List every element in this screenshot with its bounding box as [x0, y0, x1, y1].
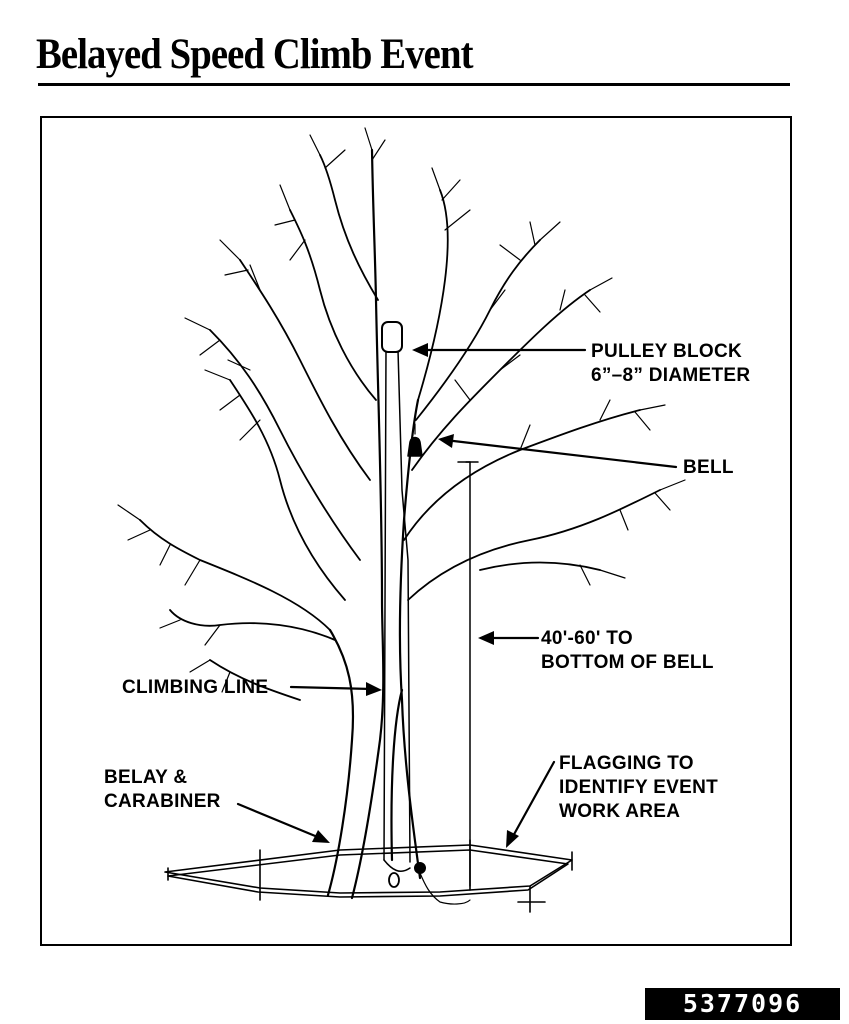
bell-height-measure: [457, 461, 479, 887]
title-rule: [38, 83, 790, 86]
belay-device: [388, 872, 400, 888]
climbing-line-label: CLIMBING LINE: [122, 677, 269, 698]
tree-limbs: [139, 154, 661, 701]
tree-trunk: [326, 148, 422, 900]
label-arrows: [236, 348, 678, 840]
bell-label: BELL: [683, 457, 734, 478]
diagram-frame: [40, 116, 792, 946]
flagging-label: FLAGGING TO IDENTIFY EVENT WORK AREA: [559, 753, 719, 822]
pulley-block: [381, 321, 403, 353]
image-id-badge: 5377096: [645, 988, 840, 1020]
flagging-work-area: [164, 839, 573, 913]
bell-height-label: 40'-60' TO BOTTOM OF BELL: [541, 628, 714, 673]
tree-twigs: [117, 127, 686, 693]
arrow-heads: [312, 343, 519, 848]
belay-carabiner-label: BELAY & CARABINER: [104, 767, 221, 812]
carabiner: [414, 862, 426, 874]
page-title: Belayed Speed Climb Event: [36, 31, 473, 78]
pulley-block-label: PULLEY BLOCK 6”–8” DIAMETER: [591, 341, 751, 386]
climbing-line-rope: [383, 349, 411, 872]
bell-icon: [407, 436, 423, 457]
